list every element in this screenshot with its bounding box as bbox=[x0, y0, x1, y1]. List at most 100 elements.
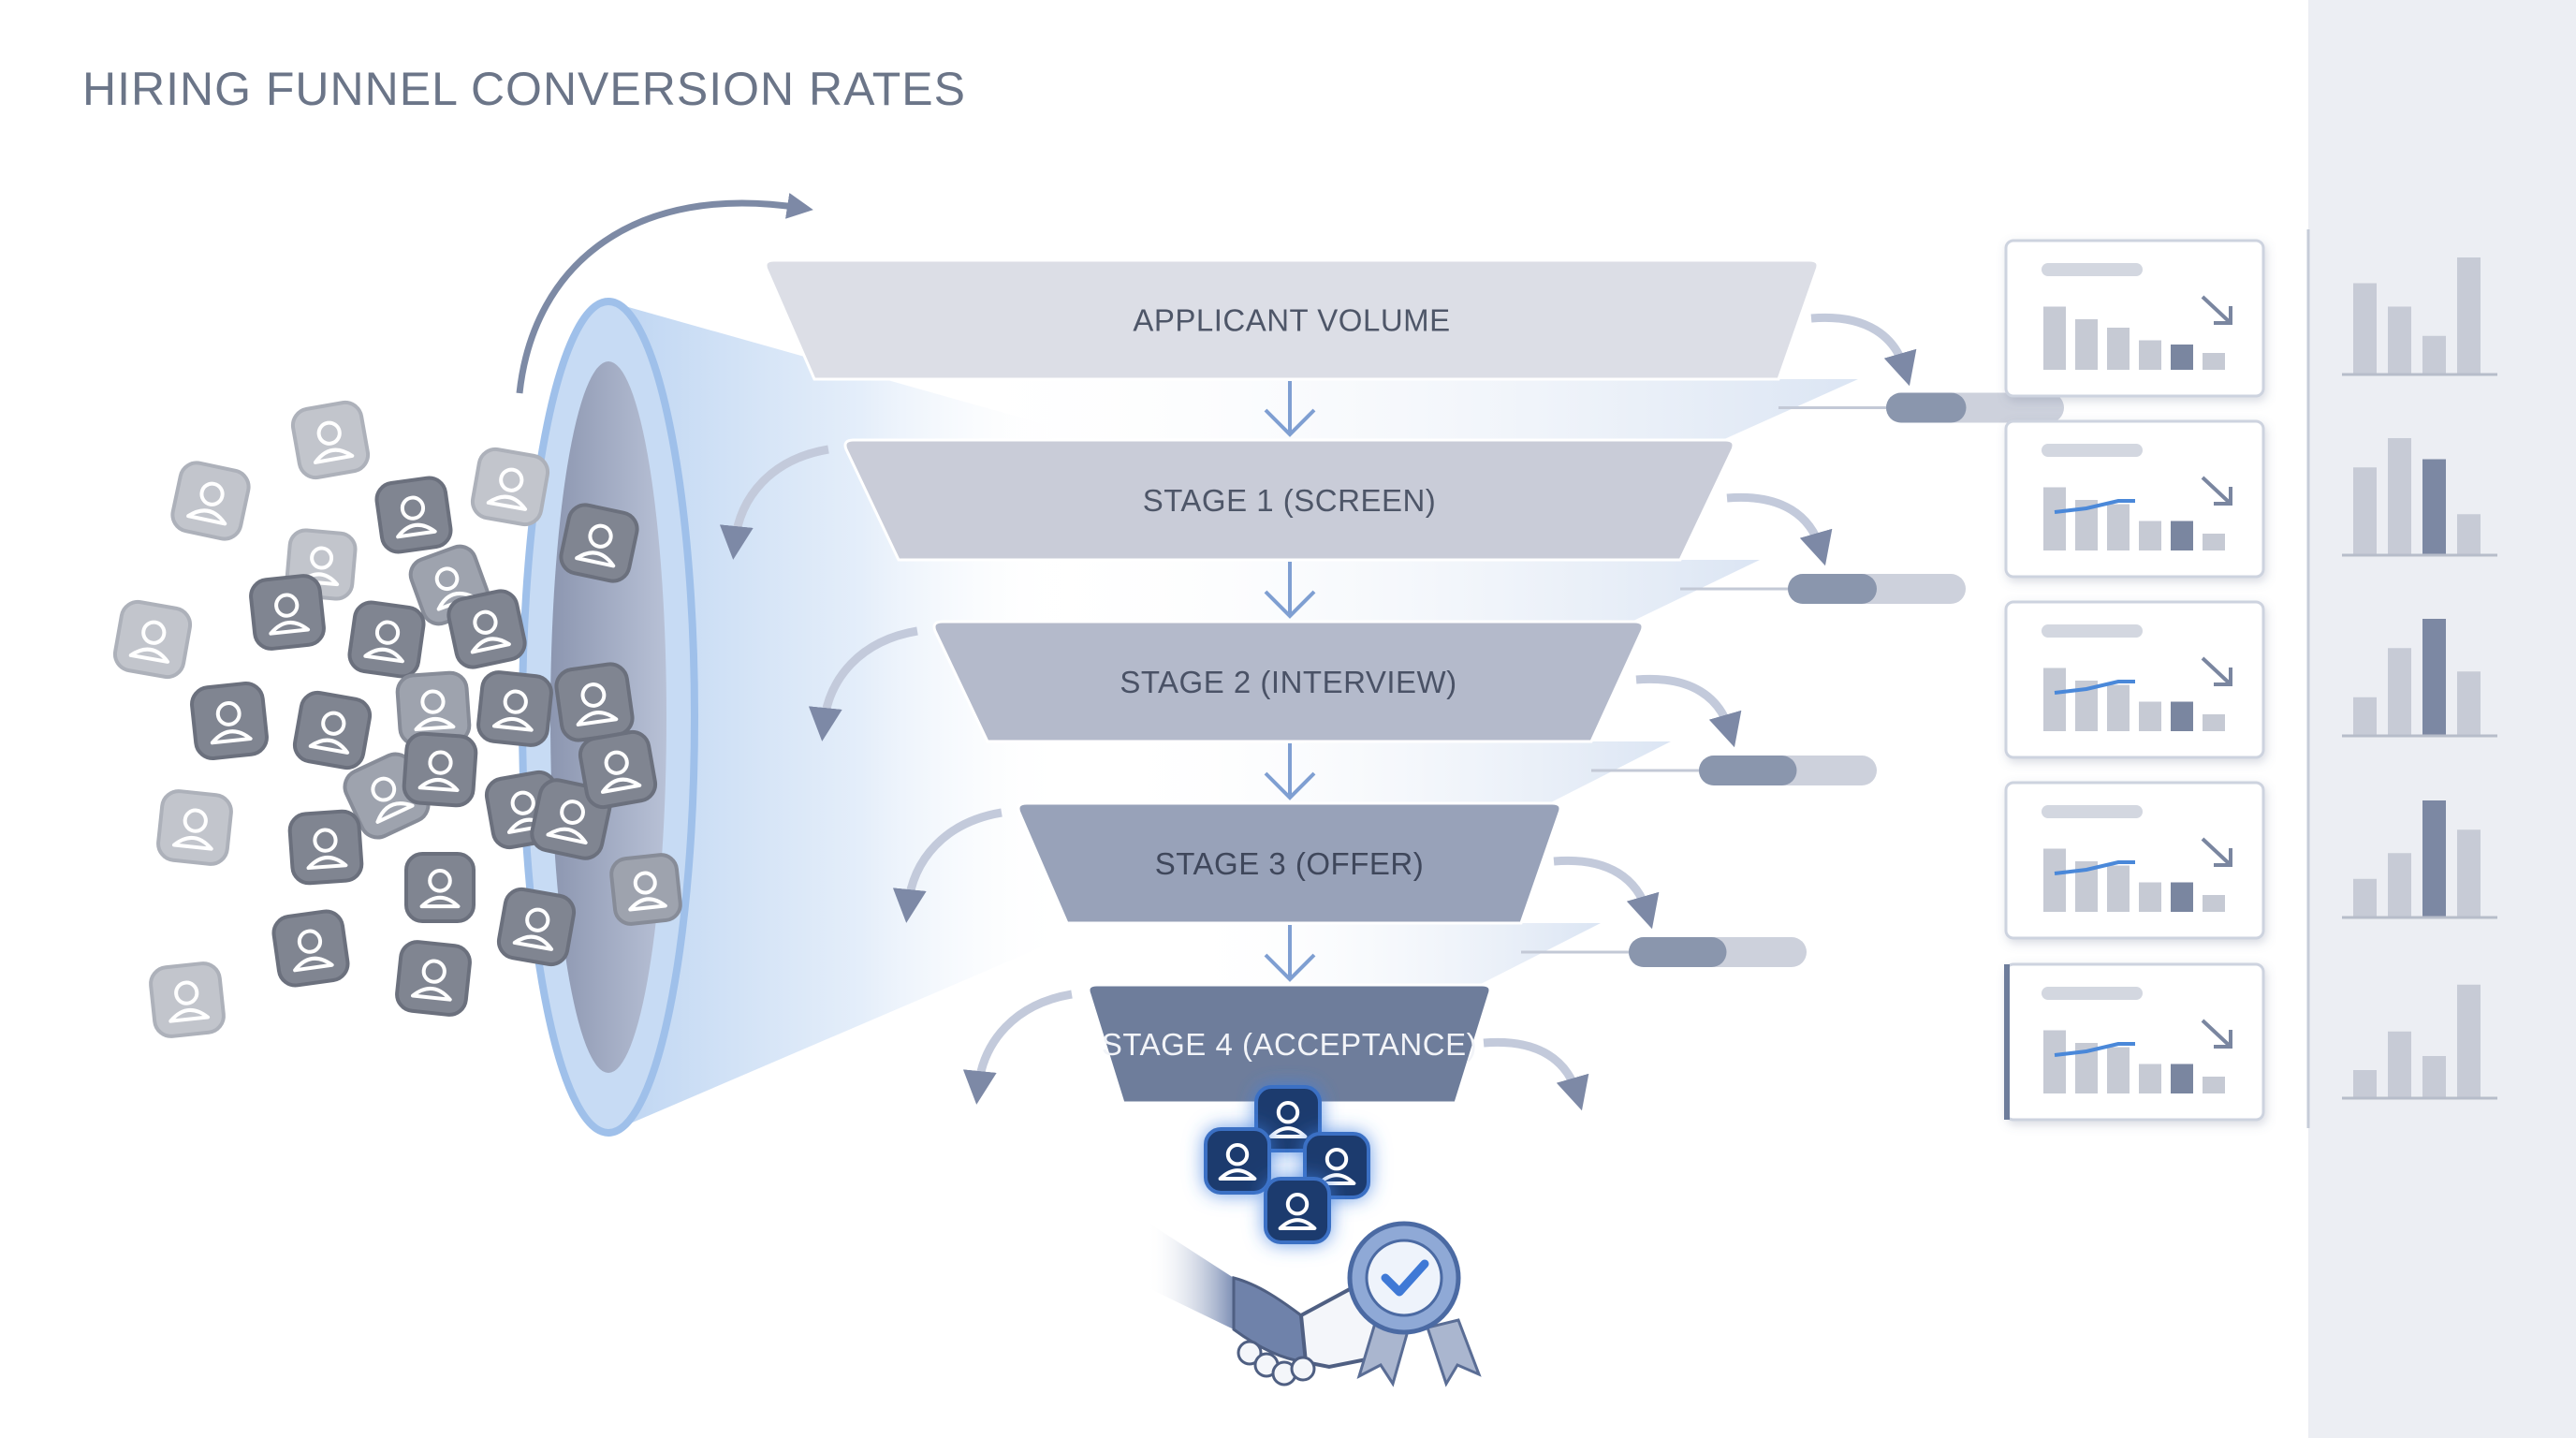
candidate-icon bbox=[395, 940, 472, 1017]
side-chart-bar bbox=[2422, 800, 2446, 917]
award-check-icon bbox=[1347, 1221, 1482, 1387]
hired-candidate-icon bbox=[1204, 1127, 1271, 1195]
candidate-icon bbox=[271, 909, 350, 988]
down-arrow-icon bbox=[1264, 381, 1316, 437]
mini-chart-bar bbox=[2107, 1047, 2130, 1093]
side-chart-bar bbox=[2388, 438, 2411, 555]
conversion-band bbox=[1100, 741, 1671, 803]
side-chart-bar bbox=[2457, 257, 2481, 374]
dropoff-arrow-left bbox=[719, 445, 829, 560]
funnel-stage-shape bbox=[843, 438, 1735, 562]
mini-chart-bar bbox=[2139, 882, 2161, 912]
card-accent bbox=[2004, 964, 2010, 1120]
progress-fill bbox=[1699, 756, 1797, 785]
mini-chart-bar bbox=[2043, 487, 2066, 550]
mini-chart-bar bbox=[2203, 534, 2225, 550]
side-chart-bar bbox=[2388, 853, 2411, 917]
funnel-stage: STAGE 4 (ACCEPTANCE) bbox=[1087, 983, 1492, 1105]
candidate-icon bbox=[149, 961, 226, 1038]
side-chart-bar bbox=[2353, 878, 2377, 917]
card-title-placeholder bbox=[2042, 263, 2143, 276]
side-bar-chart bbox=[2342, 438, 2497, 557]
card-title-placeholder bbox=[2042, 987, 2143, 1000]
side-chart-bar bbox=[2457, 984, 2481, 1098]
candidate-icon bbox=[249, 574, 326, 651]
trend-down-icon bbox=[2201, 837, 2232, 867]
candidate-icon bbox=[156, 789, 233, 866]
mini-chart-bar bbox=[2139, 340, 2161, 370]
curved-arrow-icon bbox=[516, 193, 813, 394]
trend-down-icon bbox=[2201, 656, 2232, 686]
mini-chart-bar bbox=[2171, 1064, 2193, 1093]
mini-chart-bar bbox=[2075, 319, 2098, 370]
funnel-stage: APPLICANT VOLUME bbox=[764, 258, 1820, 381]
funnel-stage-shape bbox=[1087, 983, 1492, 1105]
down-arrow-icon bbox=[1264, 743, 1316, 800]
card-title-placeholder bbox=[2042, 805, 2143, 818]
mini-chart-bar bbox=[2043, 1030, 2066, 1093]
side-bar-chart bbox=[2342, 257, 2497, 376]
candidate-icon bbox=[374, 476, 453, 554]
side-bar-chart bbox=[2342, 619, 2497, 738]
mini-chart-bar bbox=[2139, 521, 2161, 550]
side-chart-bar bbox=[2422, 459, 2446, 555]
dropoff-arrow-right bbox=[1810, 313, 1917, 387]
mini-chart-card bbox=[2004, 600, 2265, 759]
candidate-icon bbox=[446, 589, 527, 669]
funnel-stage: STAGE 2 (INTERVIEW) bbox=[932, 620, 1645, 743]
mini-chart-bar bbox=[2107, 328, 2130, 370]
candidate-icon bbox=[559, 503, 639, 583]
mini-chart-card bbox=[2004, 239, 2265, 398]
side-chart-bar bbox=[2388, 648, 2411, 736]
mini-chart-card bbox=[2004, 962, 2265, 1122]
funnel-stage-label: STAGE 2 (INTERVIEW) bbox=[1120, 665, 1456, 699]
candidate-icon bbox=[476, 670, 553, 747]
mini-chart-card bbox=[2004, 781, 2265, 940]
conversion-band bbox=[1011, 560, 1760, 622]
funnel-stage-label: APPLICANT VOLUME bbox=[1133, 303, 1450, 338]
conversion-progress-bar bbox=[1788, 574, 1966, 604]
mini-chart-bar bbox=[2203, 1077, 2225, 1093]
mini-chart-bar bbox=[2043, 668, 2066, 731]
down-arrow-icon bbox=[1264, 925, 1316, 982]
side-chart-bar bbox=[2353, 467, 2377, 555]
candidate-icon bbox=[404, 852, 476, 923]
funnel-stage-shape bbox=[764, 258, 1820, 381]
candidate-icon bbox=[402, 731, 478, 808]
conversion-progress-bar bbox=[1699, 756, 1877, 785]
hired-candidate-icon bbox=[1264, 1177, 1331, 1244]
hired-candidate-icon bbox=[1254, 1085, 1322, 1152]
side-chart-bar bbox=[2457, 829, 2481, 917]
dropoff-arrow-right bbox=[1553, 856, 1660, 930]
dropoff-arrow-left bbox=[808, 626, 918, 741]
progress-fill bbox=[1886, 392, 1967, 423]
trend-down-icon bbox=[2201, 1019, 2232, 1049]
funnel-stage-label: STAGE 3 (OFFER) bbox=[1155, 846, 1424, 881]
candidate-icon bbox=[609, 853, 682, 926]
side-chart-bar bbox=[2457, 671, 2481, 736]
candidate-icon bbox=[290, 400, 371, 480]
side-chart-bar bbox=[2422, 335, 2446, 374]
candidate-icon bbox=[578, 729, 658, 810]
funnel-stage-label: STAGE 4 (ACCEPTANCE) bbox=[1102, 1027, 1477, 1062]
mini-chart-bar bbox=[2043, 848, 2066, 912]
dropoff-arrow-left bbox=[962, 990, 1073, 1105]
mini-trend-line bbox=[2054, 499, 2135, 514]
mini-chart-bar bbox=[2171, 345, 2193, 370]
mini-chart-bar bbox=[2107, 684, 2130, 731]
candidate-icon bbox=[112, 599, 193, 680]
mini-chart-bar bbox=[2107, 865, 2130, 912]
card-title-placeholder bbox=[2042, 624, 2143, 638]
card-frame bbox=[2004, 239, 2265, 398]
side-chart-bar bbox=[2388, 1031, 2411, 1098]
mini-chart-bar bbox=[2107, 504, 2130, 550]
conversion-band bbox=[1179, 923, 1601, 985]
mini-chart-bar bbox=[2171, 701, 2193, 731]
funnel-stage-label: STAGE 1 (SCREEN) bbox=[1143, 483, 1437, 518]
candidate-icon bbox=[470, 447, 550, 527]
candidate-icon bbox=[347, 600, 426, 679]
dropoff-arrow-right bbox=[1635, 674, 1742, 748]
down-arrow-icon bbox=[1264, 562, 1316, 619]
mini-chart-bar bbox=[2043, 306, 2066, 370]
